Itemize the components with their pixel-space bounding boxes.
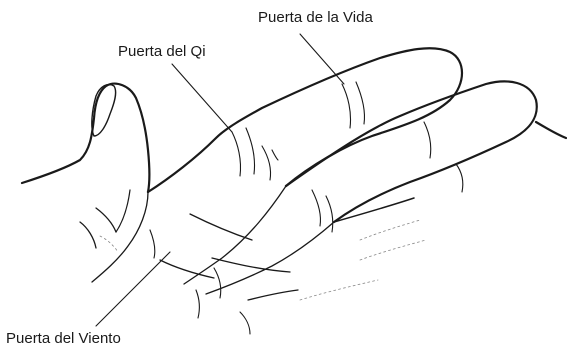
- label-life-gate: Puerta de la Vida: [258, 9, 373, 26]
- palm-contours: [79, 185, 335, 301]
- shading-marks: [99, 219, 427, 301]
- finger-creases: [149, 81, 464, 335]
- thumb-outline: [20, 82, 151, 194]
- ring-finger-outline: [333, 197, 415, 223]
- leader-life-gate: [299, 33, 345, 85]
- thumbnail: [91, 83, 117, 137]
- leader-qi-gate: [171, 63, 233, 133]
- leader-lines: [95, 33, 345, 327]
- leader-wind-gate: [95, 251, 171, 327]
- thumb-base-crease: [115, 189, 131, 233]
- label-wind-gate: Puerta del Viento: [6, 330, 121, 347]
- middle-finger-outline: [284, 80, 567, 224]
- label-qi-gate: Puerta del Qi: [118, 43, 206, 60]
- index-finger-outline: [146, 47, 463, 194]
